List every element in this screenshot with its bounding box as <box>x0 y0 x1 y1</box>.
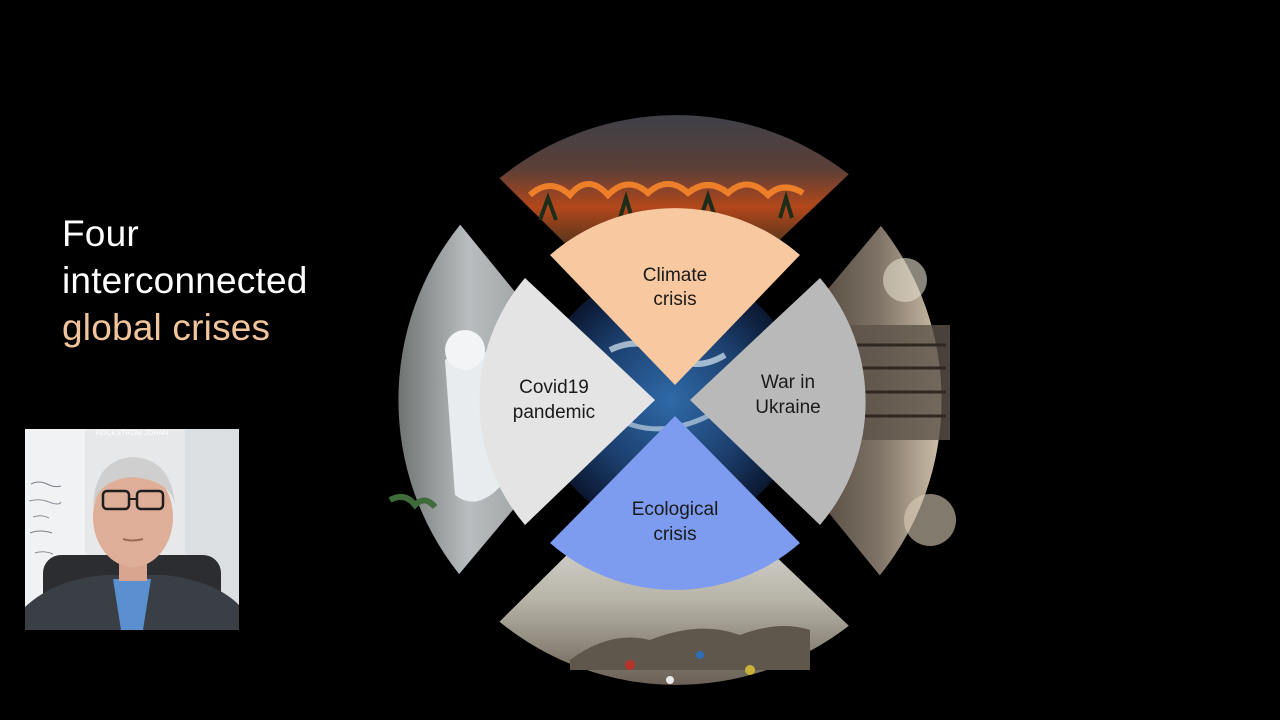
speaker-video-frame <box>25 429 239 630</box>
covid-label-line-1: Covid19 <box>519 377 589 398</box>
earth-image <box>540 270 800 530</box>
title-accent-line: global crises <box>62 307 271 348</box>
crises-diagram: Climate crisis War in Ukraine Ecological… <box>370 100 980 700</box>
segment-ecological-crisis: Ecological crisis <box>550 416 800 590</box>
segment-covid19-pandemic: Covid19 pandemic <box>479 278 655 525</box>
speaker-webcam-video: ROCKSTROM JOHAN <box>25 429 239 630</box>
climate-label-line-2: crisis <box>653 289 696 310</box>
ecological-label-line-1: Ecological <box>632 499 719 520</box>
crises-wheel: Climate crisis War in Ukraine Ecological… <box>388 115 956 685</box>
segment-war-in-ukraine: War in Ukraine <box>690 278 866 525</box>
climate-label-line-1: Climate <box>643 265 707 286</box>
participant-name-label: ROCKSTROM JOHAN <box>95 430 169 437</box>
ecological-label-line-2: crisis <box>653 524 696 545</box>
title-line-1: Four <box>62 213 139 254</box>
war-label-line-2: Ukraine <box>755 397 820 418</box>
slide-title: Four interconnected global crises <box>62 210 308 351</box>
covid-label-line-2: pandemic <box>513 402 595 423</box>
segment-climate-crisis: Climate crisis <box>550 208 800 385</box>
war-label-line-1: War in <box>761 372 815 393</box>
title-line-2: interconnected <box>62 260 308 301</box>
wedge-ecological-photo <box>499 532 849 685</box>
